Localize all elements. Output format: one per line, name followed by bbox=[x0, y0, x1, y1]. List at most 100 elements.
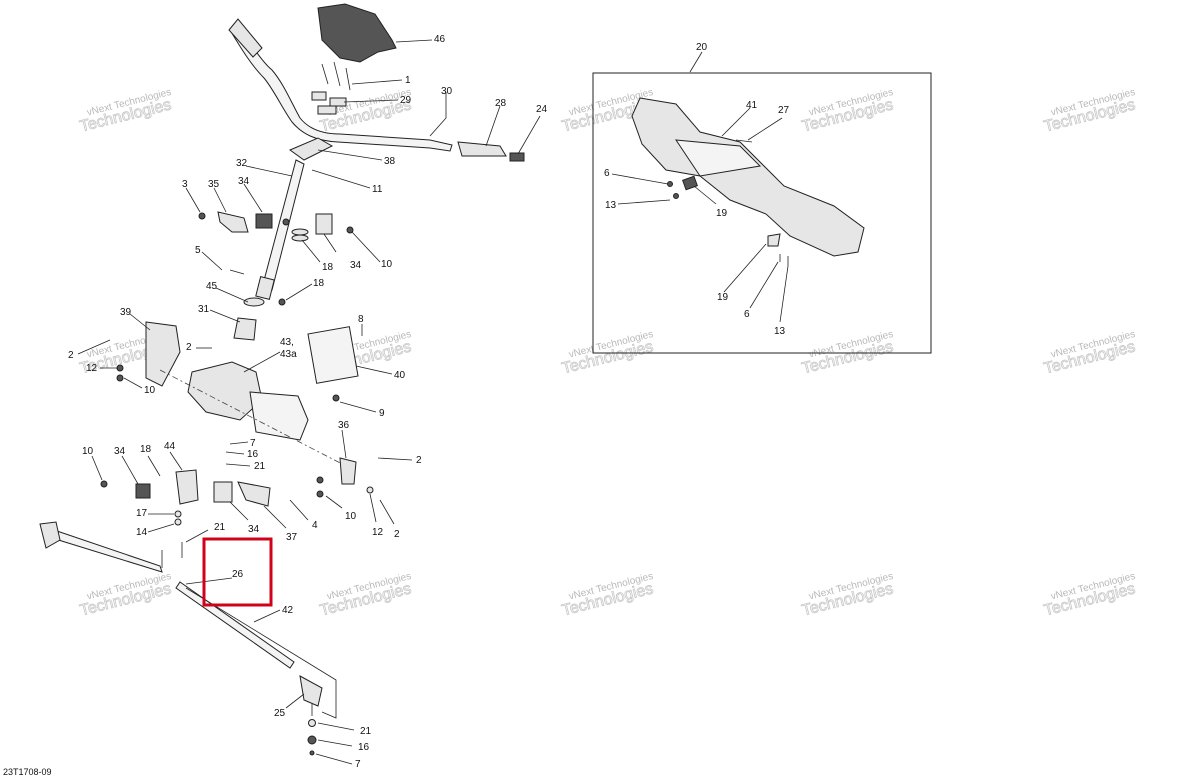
washer bbox=[174, 510, 182, 518]
seat-detail bbox=[592, 72, 932, 354]
right-grip bbox=[457, 141, 507, 157]
leader bbox=[185, 187, 201, 213]
callout-10: 10 bbox=[144, 385, 156, 396]
leader bbox=[77, 339, 111, 355]
leader bbox=[215, 287, 249, 303]
callout-25: 25 bbox=[274, 708, 286, 719]
latch-19-lower bbox=[767, 233, 781, 247]
leader bbox=[225, 463, 251, 467]
callout-36: 36 bbox=[338, 420, 350, 431]
leader bbox=[185, 587, 337, 719]
nut bbox=[332, 394, 340, 402]
callout-20: 20 bbox=[696, 42, 708, 53]
leader bbox=[123, 377, 143, 389]
callout-32: 32 bbox=[236, 158, 248, 169]
leader bbox=[121, 455, 139, 485]
callout-5: 5 bbox=[195, 245, 201, 256]
detail-frame bbox=[592, 72, 932, 354]
leader bbox=[253, 609, 281, 623]
bracket-36 bbox=[339, 457, 357, 485]
leader bbox=[317, 149, 383, 161]
callout-21: 21 bbox=[214, 522, 226, 533]
watermark: vNext Technologies Technologies bbox=[800, 87, 896, 136]
callout-7: 7 bbox=[355, 759, 361, 770]
leader bbox=[617, 199, 671, 205]
callout-2: 2 bbox=[416, 455, 422, 466]
clamp bbox=[329, 97, 347, 107]
watermark: vNext Technologies Technologies bbox=[78, 571, 174, 620]
callout-31: 31 bbox=[198, 304, 210, 315]
tie-rod-42 bbox=[175, 581, 295, 669]
watermark: vNext Technologies Technologies bbox=[1042, 329, 1138, 378]
grip-end bbox=[509, 152, 525, 162]
nut bbox=[673, 193, 679, 199]
nut bbox=[116, 374, 124, 382]
leader bbox=[429, 92, 447, 137]
callout-12: 12 bbox=[372, 527, 384, 538]
callout-34: 34 bbox=[238, 176, 250, 187]
leader bbox=[243, 183, 263, 213]
callout-18: 18 bbox=[322, 262, 334, 273]
callout-45: 45 bbox=[206, 281, 218, 292]
callout-35: 35 bbox=[208, 179, 220, 190]
callout-11: 11 bbox=[372, 184, 383, 195]
clamp bbox=[311, 91, 327, 101]
callout-12: 12 bbox=[86, 363, 98, 374]
leader bbox=[377, 457, 413, 461]
clamp bbox=[317, 105, 337, 115]
diagram-code: 23T1708-09 bbox=[3, 767, 52, 777]
callout-10: 10 bbox=[345, 511, 357, 522]
callout-37: 37 bbox=[286, 532, 298, 543]
watermark: vNext Technologies Technologies bbox=[560, 571, 656, 620]
callout-34: 34 bbox=[350, 260, 362, 271]
highlight-box[interactable] bbox=[202, 537, 273, 607]
callout-19: 19 bbox=[717, 292, 729, 303]
leader bbox=[611, 173, 669, 185]
seat-41 bbox=[631, 97, 865, 257]
bolt bbox=[345, 67, 351, 91]
callout-13: 13 bbox=[774, 326, 786, 337]
leader bbox=[721, 107, 751, 137]
leader bbox=[185, 529, 209, 543]
nut bbox=[282, 218, 290, 226]
leader bbox=[263, 505, 287, 529]
leader bbox=[323, 233, 337, 253]
leader bbox=[229, 441, 249, 445]
tie-rod-end-25 bbox=[299, 675, 323, 707]
riser-plate bbox=[288, 137, 334, 161]
leader bbox=[147, 455, 161, 477]
nut bbox=[346, 226, 354, 234]
leader bbox=[289, 499, 309, 521]
leader bbox=[225, 451, 245, 455]
leader bbox=[379, 499, 395, 525]
leader bbox=[723, 243, 767, 293]
callout-34: 34 bbox=[114, 446, 126, 457]
callout-34: 34 bbox=[248, 524, 260, 535]
leader bbox=[213, 187, 227, 213]
leader bbox=[749, 261, 779, 309]
callout-7: 7 bbox=[250, 438, 256, 449]
watermark: vNext Technologies Technologies bbox=[800, 571, 896, 620]
watermark: vNext Technologies Technologies bbox=[1042, 87, 1138, 136]
leader bbox=[355, 365, 393, 375]
callout-41: 41 bbox=[746, 100, 758, 111]
nut bbox=[316, 490, 324, 498]
leader bbox=[169, 451, 183, 471]
callout-40: 40 bbox=[394, 370, 406, 381]
handlebar-assembly bbox=[228, 3, 525, 301]
callouts: 46 1 29 30 28 24 38 11 32 3 35 34 34 18 … bbox=[68, 34, 790, 770]
power-steering-unit bbox=[116, 297, 359, 467]
bracket-37 bbox=[237, 481, 271, 507]
bracket-35 bbox=[217, 211, 249, 233]
tie-rods bbox=[39, 521, 323, 756]
callout-27: 27 bbox=[778, 105, 790, 116]
callout-46: 46 bbox=[434, 34, 446, 45]
leader bbox=[339, 401, 377, 413]
callout-30: 30 bbox=[441, 86, 453, 97]
latch-19 bbox=[682, 175, 698, 191]
callout-16: 16 bbox=[247, 449, 259, 460]
nut-16 bbox=[307, 735, 317, 745]
strap-27 bbox=[735, 139, 753, 143]
washer-21 bbox=[308, 719, 316, 727]
watermark: vNext Technologies Technologies bbox=[1042, 571, 1138, 620]
